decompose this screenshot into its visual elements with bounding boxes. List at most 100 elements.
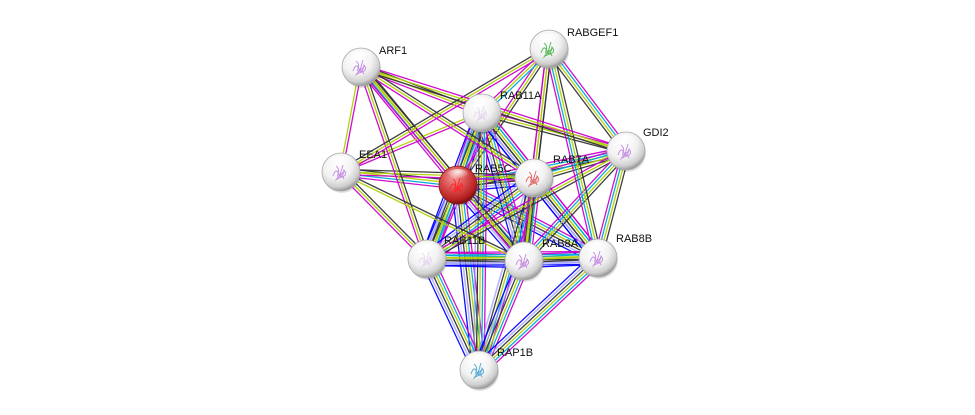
- node-highlight: [329, 156, 353, 170]
- edge-line-experiments: [483, 262, 603, 376]
- edge-line-coexpression: [481, 114, 626, 155]
- edge-line-databases: [522, 149, 626, 261]
- edge-line-textmining: [427, 258, 481, 370]
- edge-line-databases: [547, 49, 598, 259]
- edge-line-databases: [429, 257, 484, 369]
- node-highlight: [467, 354, 491, 368]
- edge-line-experiments: [341, 50, 551, 175]
- edge-line-textmining: [549, 48, 600, 258]
- node-rab5c[interactable]: RAB5C: [438, 163, 512, 206]
- node-label: ARF1: [379, 45, 407, 57]
- edge-line-coexpression: [339, 46, 549, 171]
- edge-line-coexpression: [362, 65, 431, 259]
- edge-line-textmining: [523, 48, 550, 262]
- edge-line-experiments: [520, 147, 624, 259]
- edge-rab11b-arf1[interactable]: [357, 65, 431, 261]
- edge-line-textmining: [481, 112, 627, 152]
- edge-line-cooccurrence: [474, 252, 594, 366]
- edge-line-textmining: [360, 66, 483, 114]
- edge-line-experiments: [340, 175, 458, 190]
- edge-rab7a-eea1[interactable]: [340, 168, 535, 182]
- edge-rab11b-eea1[interactable]: [338, 169, 430, 262]
- node-label: RABGEF1: [567, 27, 618, 39]
- edge-line-databases: [480, 113, 486, 371]
- node-highlight: [537, 33, 561, 47]
- node-rab8a[interactable]: RAB8A: [504, 238, 579, 282]
- edge-line-experiments: [359, 68, 533, 181]
- edge-rab7a-rab11b[interactable]: [422, 172, 539, 265]
- edge-line-textmining: [457, 48, 550, 186]
- node-highlight: [522, 162, 546, 176]
- edge-line-experiments: [357, 69, 456, 188]
- edge-rab7a-arf1[interactable]: [359, 64, 536, 181]
- node-label: RAB8B: [616, 233, 652, 245]
- edge-line-experiments: [357, 67, 426, 261]
- edge-line-experiments: [338, 173, 426, 262]
- edge-line-coexpression: [425, 259, 479, 371]
- edge-line-coexpression: [477, 260, 524, 370]
- edge-line-experiments: [340, 173, 534, 182]
- node-highlight: [512, 245, 536, 259]
- edge-line-experiments: [551, 46, 630, 150]
- edge-line-experiments: [425, 148, 626, 258]
- edge-line-textmining: [426, 150, 627, 260]
- node-rab11b[interactable]: RAB11B: [407, 235, 485, 280]
- edge-line-textmining: [360, 66, 535, 179]
- edge-rab11a-gdi2[interactable]: [481, 109, 627, 155]
- edge-line-homology: [424, 174, 533, 257]
- edge-line-textmining: [524, 151, 628, 263]
- node-highlight: [349, 51, 373, 65]
- edge-line-coexpression: [525, 49, 553, 262]
- edge-line-homology: [477, 113, 522, 263]
- node-rab7a[interactable]: RAB7A: [514, 154, 590, 199]
- edge-line-homology: [474, 259, 522, 369]
- node-arf1[interactable]: ARF1: [341, 45, 407, 88]
- edge-line-experiments: [484, 263, 531, 373]
- edge-rabgef1-gdi2[interactable]: [545, 46, 630, 154]
- edge-line-experiments: [482, 109, 627, 150]
- node-highlight: [446, 169, 470, 183]
- edge-line-textmining: [479, 258, 600, 372]
- edge-rab8a-rabgef1[interactable]: [520, 48, 553, 262]
- node-rap1b[interactable]: RAP1B: [459, 347, 533, 391]
- edge-line-coexpression: [342, 169, 430, 258]
- node-label: RAB8A: [542, 238, 579, 250]
- edge-line-experiments: [341, 113, 483, 174]
- edge-line-textmining: [360, 66, 525, 262]
- node-highlight: [470, 97, 494, 111]
- edge-rab8a-eea1[interactable]: [340, 170, 525, 263]
- edge-line-coexpression: [477, 256, 598, 370]
- edge-rabgef1-eea1[interactable]: [339, 46, 551, 175]
- edge-line-cooccurrence: [420, 261, 474, 374]
- node-gdi2[interactable]: GDI2: [606, 127, 669, 172]
- node-label: RAB7A: [553, 154, 590, 166]
- edge-line-experiments: [358, 68, 523, 264]
- edge-line-cooccurrence: [422, 172, 531, 255]
- edge-line-coexpression: [362, 64, 527, 260]
- edge-line-textmining: [340, 171, 535, 179]
- edge-line-coexpression: [526, 153, 630, 265]
- edge-line-homology: [473, 112, 478, 370]
- edge-rab8a-gdi2[interactable]: [520, 147, 630, 265]
- edge-rab8b-rap1b[interactable]: [474, 252, 603, 376]
- edge-line-textmining: [340, 171, 428, 260]
- edge-rab11a-rap1b[interactable]: [473, 112, 488, 371]
- node-highlight: [586, 242, 610, 256]
- node-label: RAB11B: [444, 235, 485, 247]
- edge-rab11b-rap1b[interactable]: [420, 255, 486, 374]
- node-rabgef1[interactable]: RABGEF1: [529, 27, 618, 70]
- edge-rab8a-arf1[interactable]: [358, 64, 527, 264]
- edge-line-coexpression: [341, 168, 535, 177]
- edge-line-coexpression: [475, 112, 481, 370]
- edge-line-databases: [549, 47, 628, 151]
- edge-line-coexpression: [552, 47, 603, 258]
- edge-line-textmining: [547, 49, 626, 153]
- edge-rab8a-rap1b[interactable]: [472, 258, 531, 373]
- edge-line-databases: [481, 260, 602, 374]
- edge-rab8b-rabgef1[interactable]: [544, 47, 603, 260]
- node-rab11a[interactable]: RAB11A: [462, 90, 542, 134]
- edge-line-cooccurrence: [472, 258, 519, 368]
- node-eea1[interactable]: EEA1: [321, 149, 387, 193]
- node-rab8b[interactable]: RAB8B: [578, 233, 652, 279]
